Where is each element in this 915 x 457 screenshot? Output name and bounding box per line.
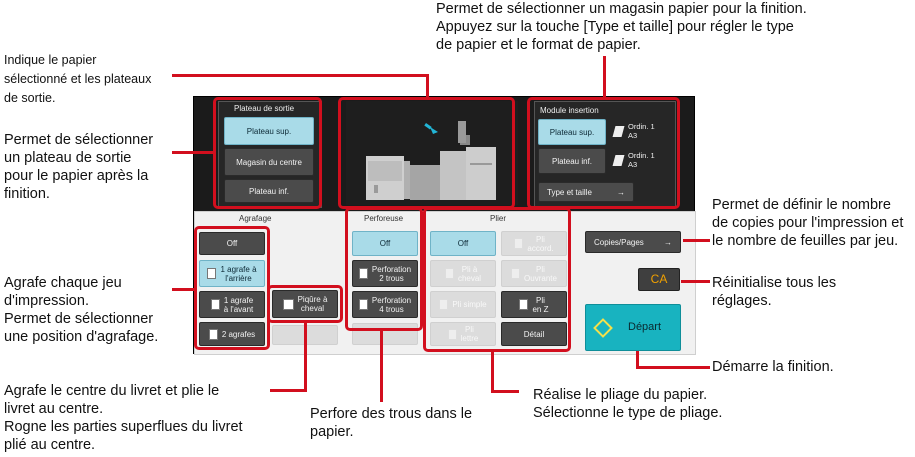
highlight-output-tray [213,97,322,209]
output-tray-lower-button[interactable]: Plateau inf. [224,179,314,203]
fold-z-label: Pli en Z [532,295,549,314]
annotation-paper-indicator: Indique le papier sélectionné et les pla… [4,53,152,105]
fold-single-label: Pli simple [452,300,487,309]
staple-two-label: 2 agrafes [221,329,256,339]
arrow-right-icon: → [664,237,672,247]
highlight-punch [345,207,423,331]
fold-accordion-label: Pli accord. [527,234,554,253]
punch-two-label: Perforation 2 trous [371,264,412,283]
annotation-punch: Perfore des trous dans le papier. [310,406,473,440]
punch-two-icon [358,268,368,279]
leader-indicator-h [172,74,429,77]
fold-letter-button: Pli lettre [430,322,496,346]
fold-half-label: Pli à cheval [457,264,482,283]
highlight-fold [423,207,571,352]
fold-z-icon [519,299,529,310]
leader-reset [681,280,710,283]
start-icon [593,317,613,338]
leader-start-h [636,366,710,369]
fold-z-button[interactable]: Pli en Z [501,291,567,318]
staple-two-icon [208,328,218,340]
highlight-machine-image [338,97,515,209]
annotation-output-tray: Permet de sélectionner un plateau de sor… [4,132,154,202]
type-size-label: Type et taille [547,187,592,197]
annotation-staple: Agrafe chaque jeu d'impression. Permet d… [4,275,159,345]
fold-title: Plier [490,214,507,223]
staple-off-button[interactable]: Off [199,232,265,255]
staple-front-icon [210,299,220,310]
inserter-upper-paper: Ordin. 1 A3 [628,122,655,140]
punch-four-icon [358,299,368,310]
highlight-staple [194,226,270,350]
punch-title: Perforeuse [364,214,404,223]
output-tray-center-button[interactable]: Magasin du centre [224,148,314,176]
fold-accordion-icon [514,238,524,249]
annotation-copies: Permet de définir le nombre de copies po… [712,197,904,249]
reset-ca-button[interactable]: CA [638,268,680,291]
fold-letter-icon [447,328,457,340]
leader-saddle-h [270,389,307,392]
punch-two-button[interactable]: Perforation 2 trous [352,260,418,287]
staple-back-button[interactable]: 1 agrafe à l'arrière [199,260,265,287]
annotation-fold: Réalise le pliage du papier. Sélectionne… [533,387,723,421]
start-label: Départ [628,321,662,333]
booklet-icon [282,298,294,310]
fold-double-button: Pli Ouvrante [501,260,567,287]
punch-four-button[interactable]: Perforation 4 trous [352,291,418,318]
fold-detail-button[interactable]: Détail [501,322,567,346]
fold-single-button: Pli simple [430,291,496,318]
leader-indicator-v [426,74,429,98]
fold-single-icon [439,299,449,310]
leader-start-v [636,351,639,368]
leader-fold-h [491,390,519,393]
staple-title: Agrafage [239,214,272,223]
inserter-title: Module insertion [540,106,599,115]
start-button[interactable]: Départ [585,304,681,351]
saddle-stitch-button[interactable]: Piqûre à cheval [272,290,338,318]
leader-staple [172,288,195,291]
fold-off-button[interactable]: Off [430,231,496,256]
fold-accordion-button: Pli accord. [501,231,567,256]
leader-top [603,56,606,98]
output-tray-title: Plateau de sortie [234,104,295,113]
staple-front-label: 1 agrafe à l'avant [223,295,254,314]
staple-front-button[interactable]: 1 agrafe à l'avant [199,291,265,318]
output-tray-upper-button[interactable]: Plateau sup. [224,117,314,145]
annotation-saddle: Agrafe le centre du livret et plie le li… [4,383,243,453]
fold-letter-label: Pli lettre [460,325,479,343]
highlight-saddle [267,285,343,323]
staple-back-label: 1 agrafe à l'arrière [220,264,257,283]
inserter-upper-button[interactable]: Plateau sup. [538,119,606,145]
finisher-panel: Plateau de sortie Plateau sup. Magasin d… [193,96,696,355]
fold-half-button: Pli à cheval [430,260,496,287]
arrow-right-icon: → [617,187,625,197]
inserter-lower-paper: Ordin. 1 A3 [628,151,655,169]
staple-back-icon [207,268,217,279]
leader-punch [380,330,383,402]
staple-two-button[interactable]: 2 agrafes [199,322,265,346]
annotation-top: Permet de sélectionner un magasin papier… [436,1,807,53]
punch-four-label: Perforation 4 trous [371,295,412,314]
copies-pages-label: Copies/Pages [594,237,644,247]
copies-pages-button[interactable]: Copies/Pages → [585,231,681,253]
leader-copies [683,239,710,242]
machine-illustration [366,121,496,200]
machine-image [346,101,518,205]
fold-half-icon [444,268,454,279]
annotation-start: Démarre la finition. [712,359,834,375]
highlight-inserter [527,97,680,209]
fold-double-label: Pli Ouvrante [524,264,557,283]
type-size-button[interactable]: Type et taille → [538,182,634,202]
leader-output-tray [172,151,214,154]
punch-off-button[interactable]: Off [352,231,418,256]
leader-fold-v [491,351,494,392]
fold-double-icon [511,268,521,279]
inserter-lower-button[interactable]: Plateau inf. [538,148,606,174]
annotation-reset: Réinitialise tous les réglages. [712,275,837,309]
saddle-stitch-label: Piqûre à cheval [297,295,328,313]
leader-saddle-v [304,322,307,391]
